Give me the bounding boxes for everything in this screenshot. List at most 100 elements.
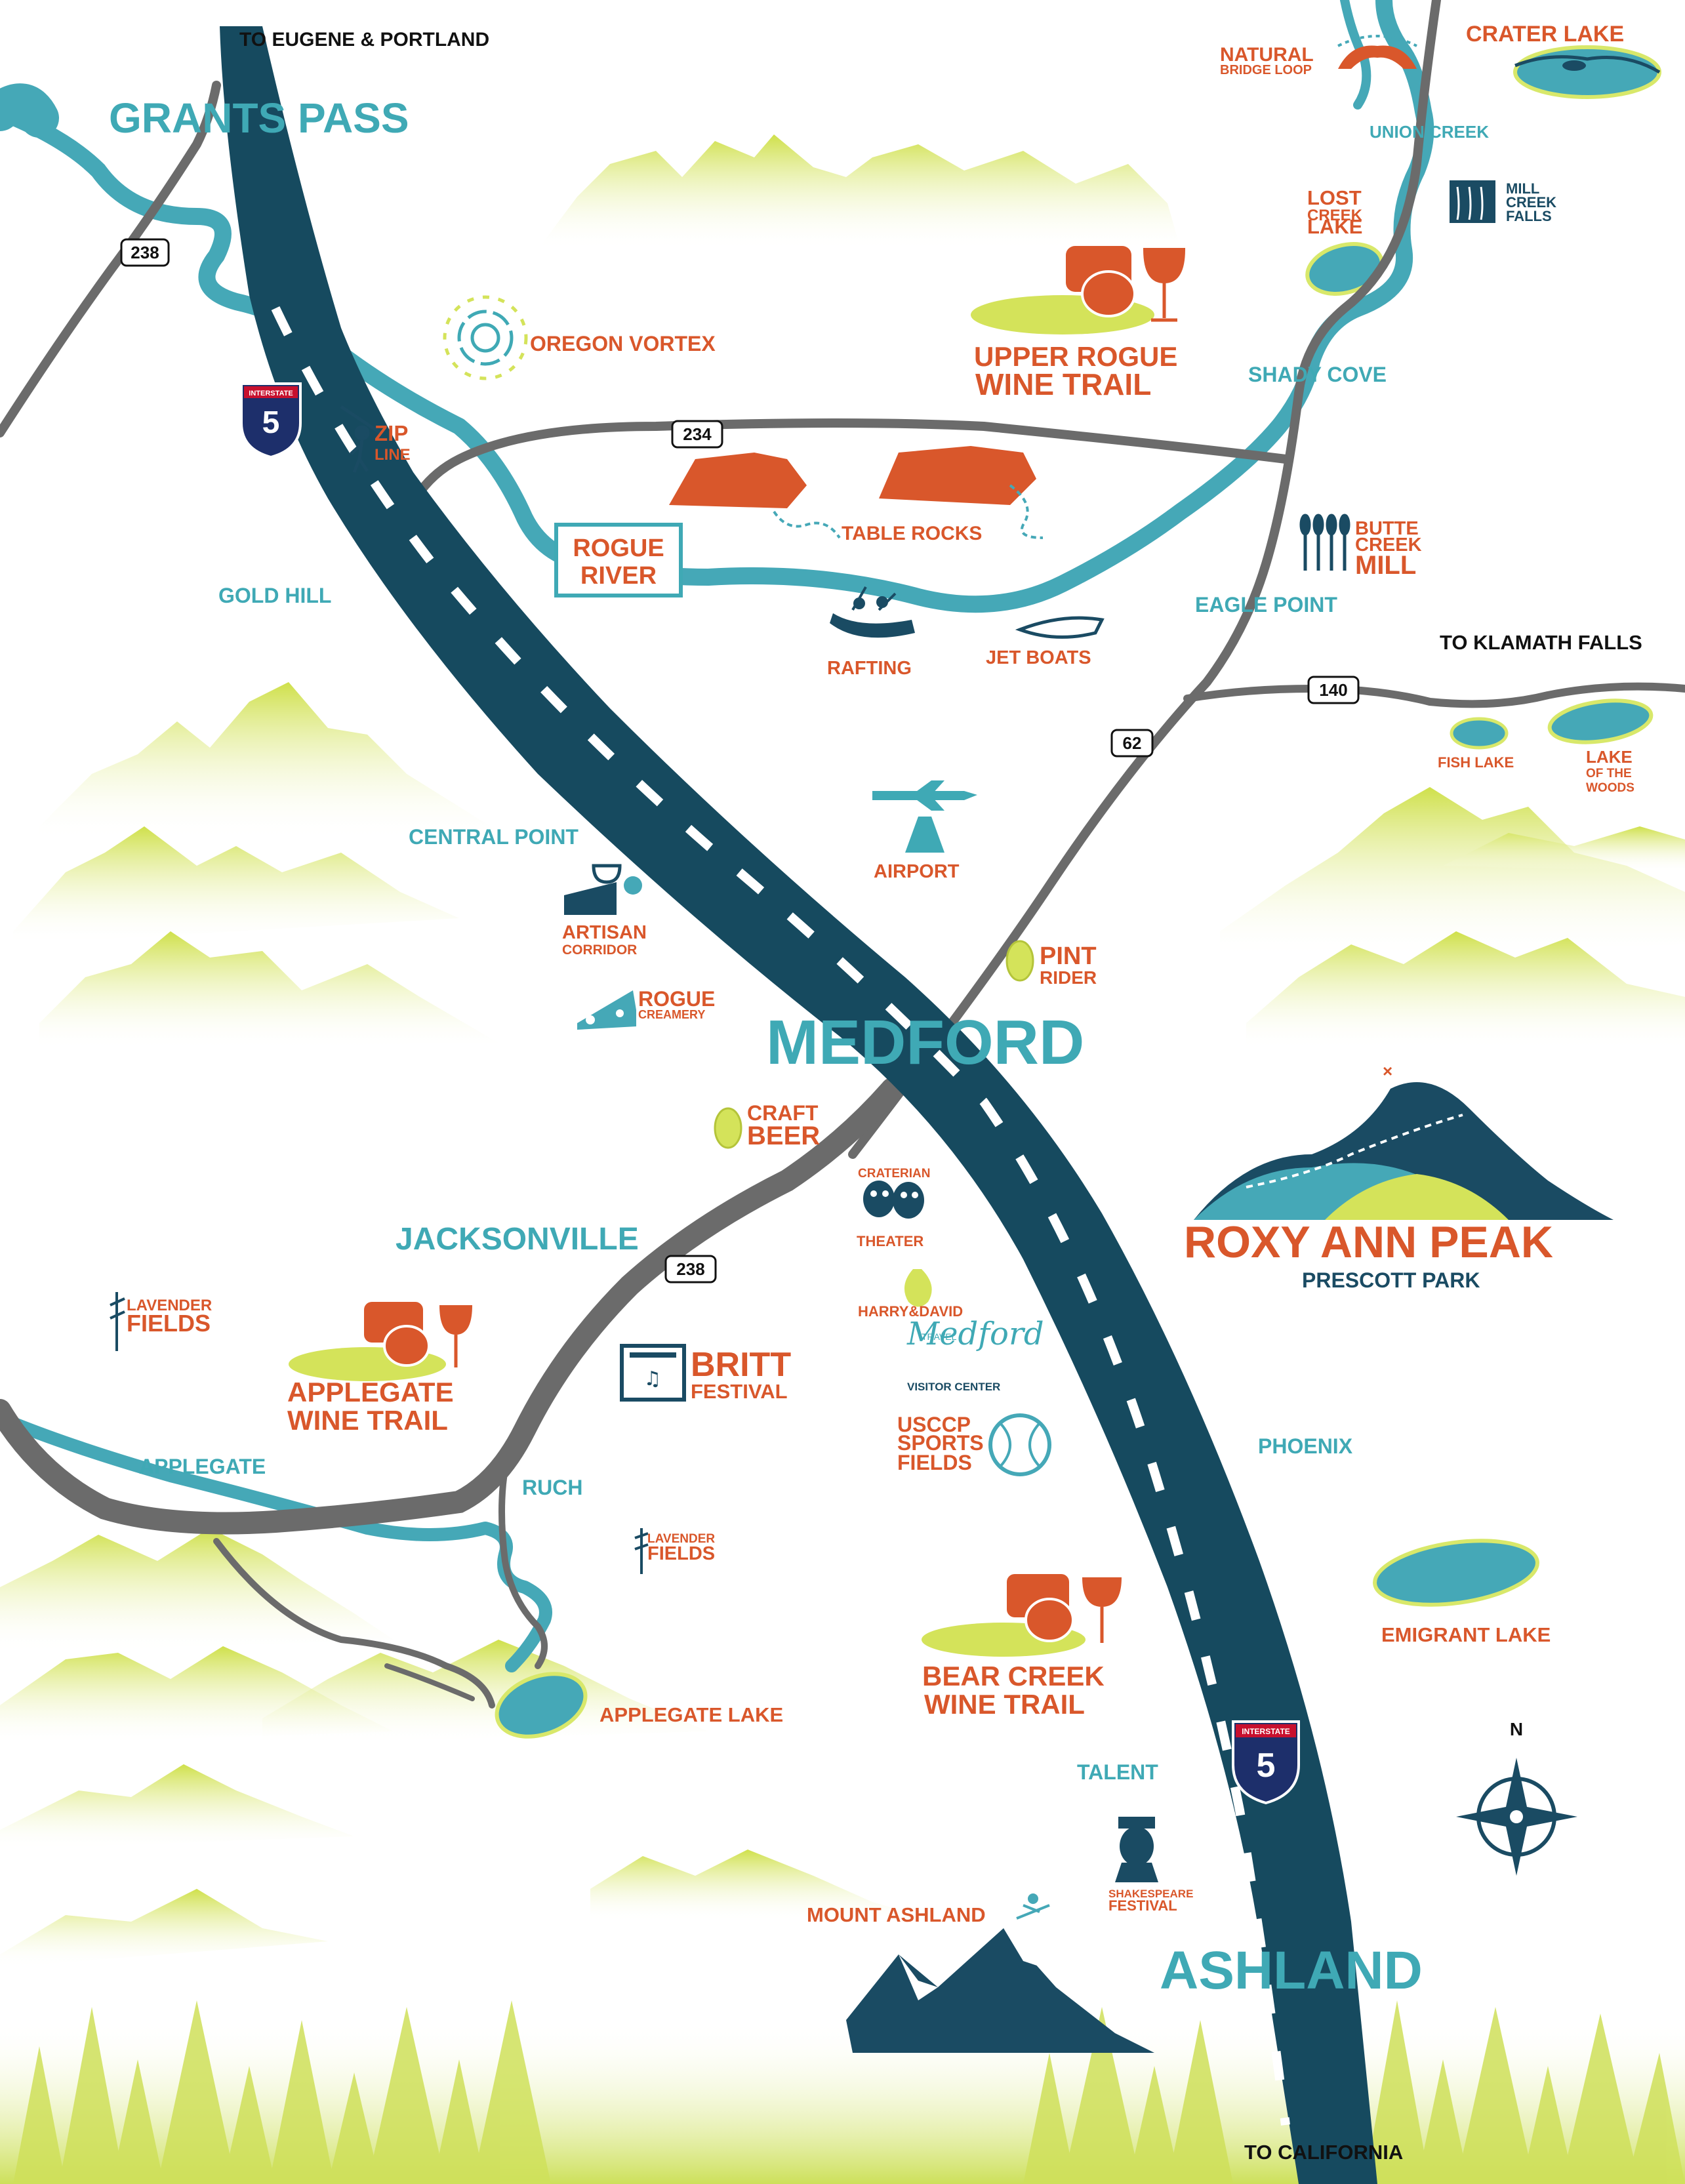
crater-lake-icon — [1514, 55, 1661, 74]
interstate-5 — [220, 26, 1377, 2184]
label-lavender-2b: FIELDS — [647, 1543, 715, 1564]
label-usccp-2: SPORTS — [897, 1431, 984, 1455]
svg-text:♫: ♫ — [644, 1367, 662, 1390]
crater-lake — [1513, 45, 1661, 99]
label-applegate-lake: APPLEGATE LAKE — [599, 1703, 783, 1726]
label-butte-2: CREEK — [1355, 535, 1422, 556]
hwy-140 — [1183, 682, 1685, 708]
mountain-icon — [846, 1928, 1154, 2053]
label-butte-3: MILL — [1355, 551, 1416, 580]
hwy-234-marker: 234 — [671, 420, 723, 449]
svg-text:5: 5 — [262, 405, 280, 440]
label-applegate-wine-2: WINE TRAIL — [287, 1405, 448, 1436]
label-mill-creek-1: MILL — [1506, 180, 1539, 197]
fish-lake — [1450, 717, 1509, 750]
label-mill-creek-2: CREEK — [1506, 194, 1556, 211]
svg-text:×: × — [1383, 1061, 1392, 1081]
music-stage-icon: ♫ — [620, 1344, 686, 1402]
label-union-creek: UNION CREEK — [1370, 122, 1489, 142]
lavender-icon — [110, 1292, 125, 1351]
label-medford: MEDFORD — [766, 1007, 1084, 1078]
label-to-eugene-portland: TO EUGENE & PORTLAND — [239, 29, 489, 51]
label-shakespeare-1: SHAKESPEARE — [1108, 1888, 1193, 1900]
label-gold-hill: GOLD HILL — [218, 584, 331, 607]
label-visitor-center: VISITOR CENTER — [907, 1381, 1000, 1393]
label-mill-creek-3: FALLS — [1506, 208, 1552, 224]
label-airport: AIRPORT — [874, 861, 960, 882]
label-usccp-3: FIELDS — [897, 1451, 972, 1474]
label-bear-creek-1: BEAR CREEK — [922, 1661, 1105, 1691]
label-harry-david: HARRY&DAVID — [858, 1303, 963, 1320]
rogue-river-box — [554, 523, 683, 597]
label-natural-bridge-2: BRIDGE LOOP — [1220, 63, 1312, 77]
applegate-side-road — [213, 1538, 495, 1709]
compass-icon: N — [1456, 1719, 1577, 1876]
label-to-klamath-falls: TO KLAMATH FALLS — [1440, 631, 1642, 654]
baseball-icon — [988, 1413, 1051, 1476]
label-britt-1: BRITT — [691, 1346, 791, 1384]
label-applegate: APPLEGATE — [139, 1455, 266, 1478]
label-craft-2: BEER — [747, 1122, 820, 1150]
hwy-238-nw-marker: 238 — [120, 238, 170, 267]
applegate-lake-road — [384, 1663, 475, 1701]
label-pint-1: PINT — [1040, 942, 1097, 970]
svg-text:238: 238 — [676, 1259, 704, 1279]
ruch-road — [498, 1466, 548, 1669]
lake-of-the-woods — [1547, 698, 1654, 744]
label-rogue-river-1: ROGUE — [573, 535, 664, 562]
jet-boat-icon — [1015, 616, 1105, 639]
applegate-lake — [495, 1672, 588, 1739]
raft-icon — [830, 586, 915, 638]
hwy-62-marker: 62 — [1110, 729, 1154, 758]
svg-text:234: 234 — [683, 424, 712, 444]
label-upper-rogue-2: WINE TRAIL — [975, 367, 1151, 401]
svg-text:INTERSTATE: INTERSTATE — [1242, 1727, 1290, 1736]
roxy-ann-peak-icon: × — [1194, 1061, 1614, 1220]
zipline-icon — [340, 405, 382, 473]
hwy-62 — [848, 0, 1441, 1159]
applegate-river — [7, 1417, 552, 1672]
label-lake-woods-2: OF THE — [1586, 767, 1632, 780]
label-talent: TALENT — [1077, 1760, 1158, 1784]
label-zip-1: ZIP — [375, 421, 408, 445]
label-prescott-park: PRESCOTT PARK — [1302, 1268, 1480, 1292]
svg-text:140: 140 — [1319, 680, 1347, 700]
label-artisan-2: CORRIDOR — [562, 942, 637, 958]
svg-text:TRAVEL: TRAVEL — [922, 1331, 957, 1342]
label-zip-2: LINE — [375, 446, 411, 464]
label-craterian-2: THEATER — [857, 1233, 924, 1249]
label-lost-creek-3: LAKE — [1307, 215, 1362, 238]
label-crater-lake: CRATER LAKE — [1466, 22, 1624, 47]
forest — [0, 2000, 1685, 2184]
label-bear-creek-2: WINE TRAIL — [924, 1689, 1085, 1720]
wheat-icon — [1299, 514, 1350, 571]
travel-medford-logo: Medford TRAVEL — [906, 1316, 1044, 1352]
compass-north-label: N — [1510, 1719, 1523, 1739]
shakespeare-icon — [1115, 1817, 1158, 1882]
hop-icon-2 — [714, 1107, 742, 1149]
rogue-river-head — [0, 83, 59, 138]
label-ashland: ASHLAND — [1160, 1941, 1423, 2000]
label-eagle-point: EAGLE POINT — [1195, 593, 1337, 617]
label-jet-boats: JET BOATS — [986, 647, 1091, 668]
hwy-234 — [389, 418, 1290, 562]
label-grants-pass: GRANTS PASS — [109, 94, 409, 142]
hwy-238-south — [0, 1078, 903, 1535]
rivers — [0, 0, 1434, 1672]
i5-shield-north: INTERSTATE 5 — [240, 382, 302, 459]
label-lost-creek-2: CREEK — [1307, 207, 1363, 224]
roads — [0, 0, 1685, 1709]
label-britt-2: FESTIVAL — [691, 1380, 788, 1403]
rogue-river — [0, 0, 1434, 613]
svg-text:238: 238 — [131, 243, 159, 262]
label-applegate-wine-1: APPLEGATE — [287, 1377, 454, 1407]
label-lost-creek-1: LOST — [1307, 186, 1362, 209]
hwy-140-marker: 140 — [1307, 676, 1360, 704]
lost-creek-lake — [1305, 242, 1384, 296]
artisan-icon — [564, 864, 642, 915]
svg-text:INTERSTATE: INTERSTATE — [249, 390, 293, 397]
lavender-icon-2 — [634, 1528, 649, 1574]
hwy-238-sw-marker: 238 — [664, 1255, 717, 1284]
label-lavender-2a: LAVENDER — [647, 1532, 715, 1546]
